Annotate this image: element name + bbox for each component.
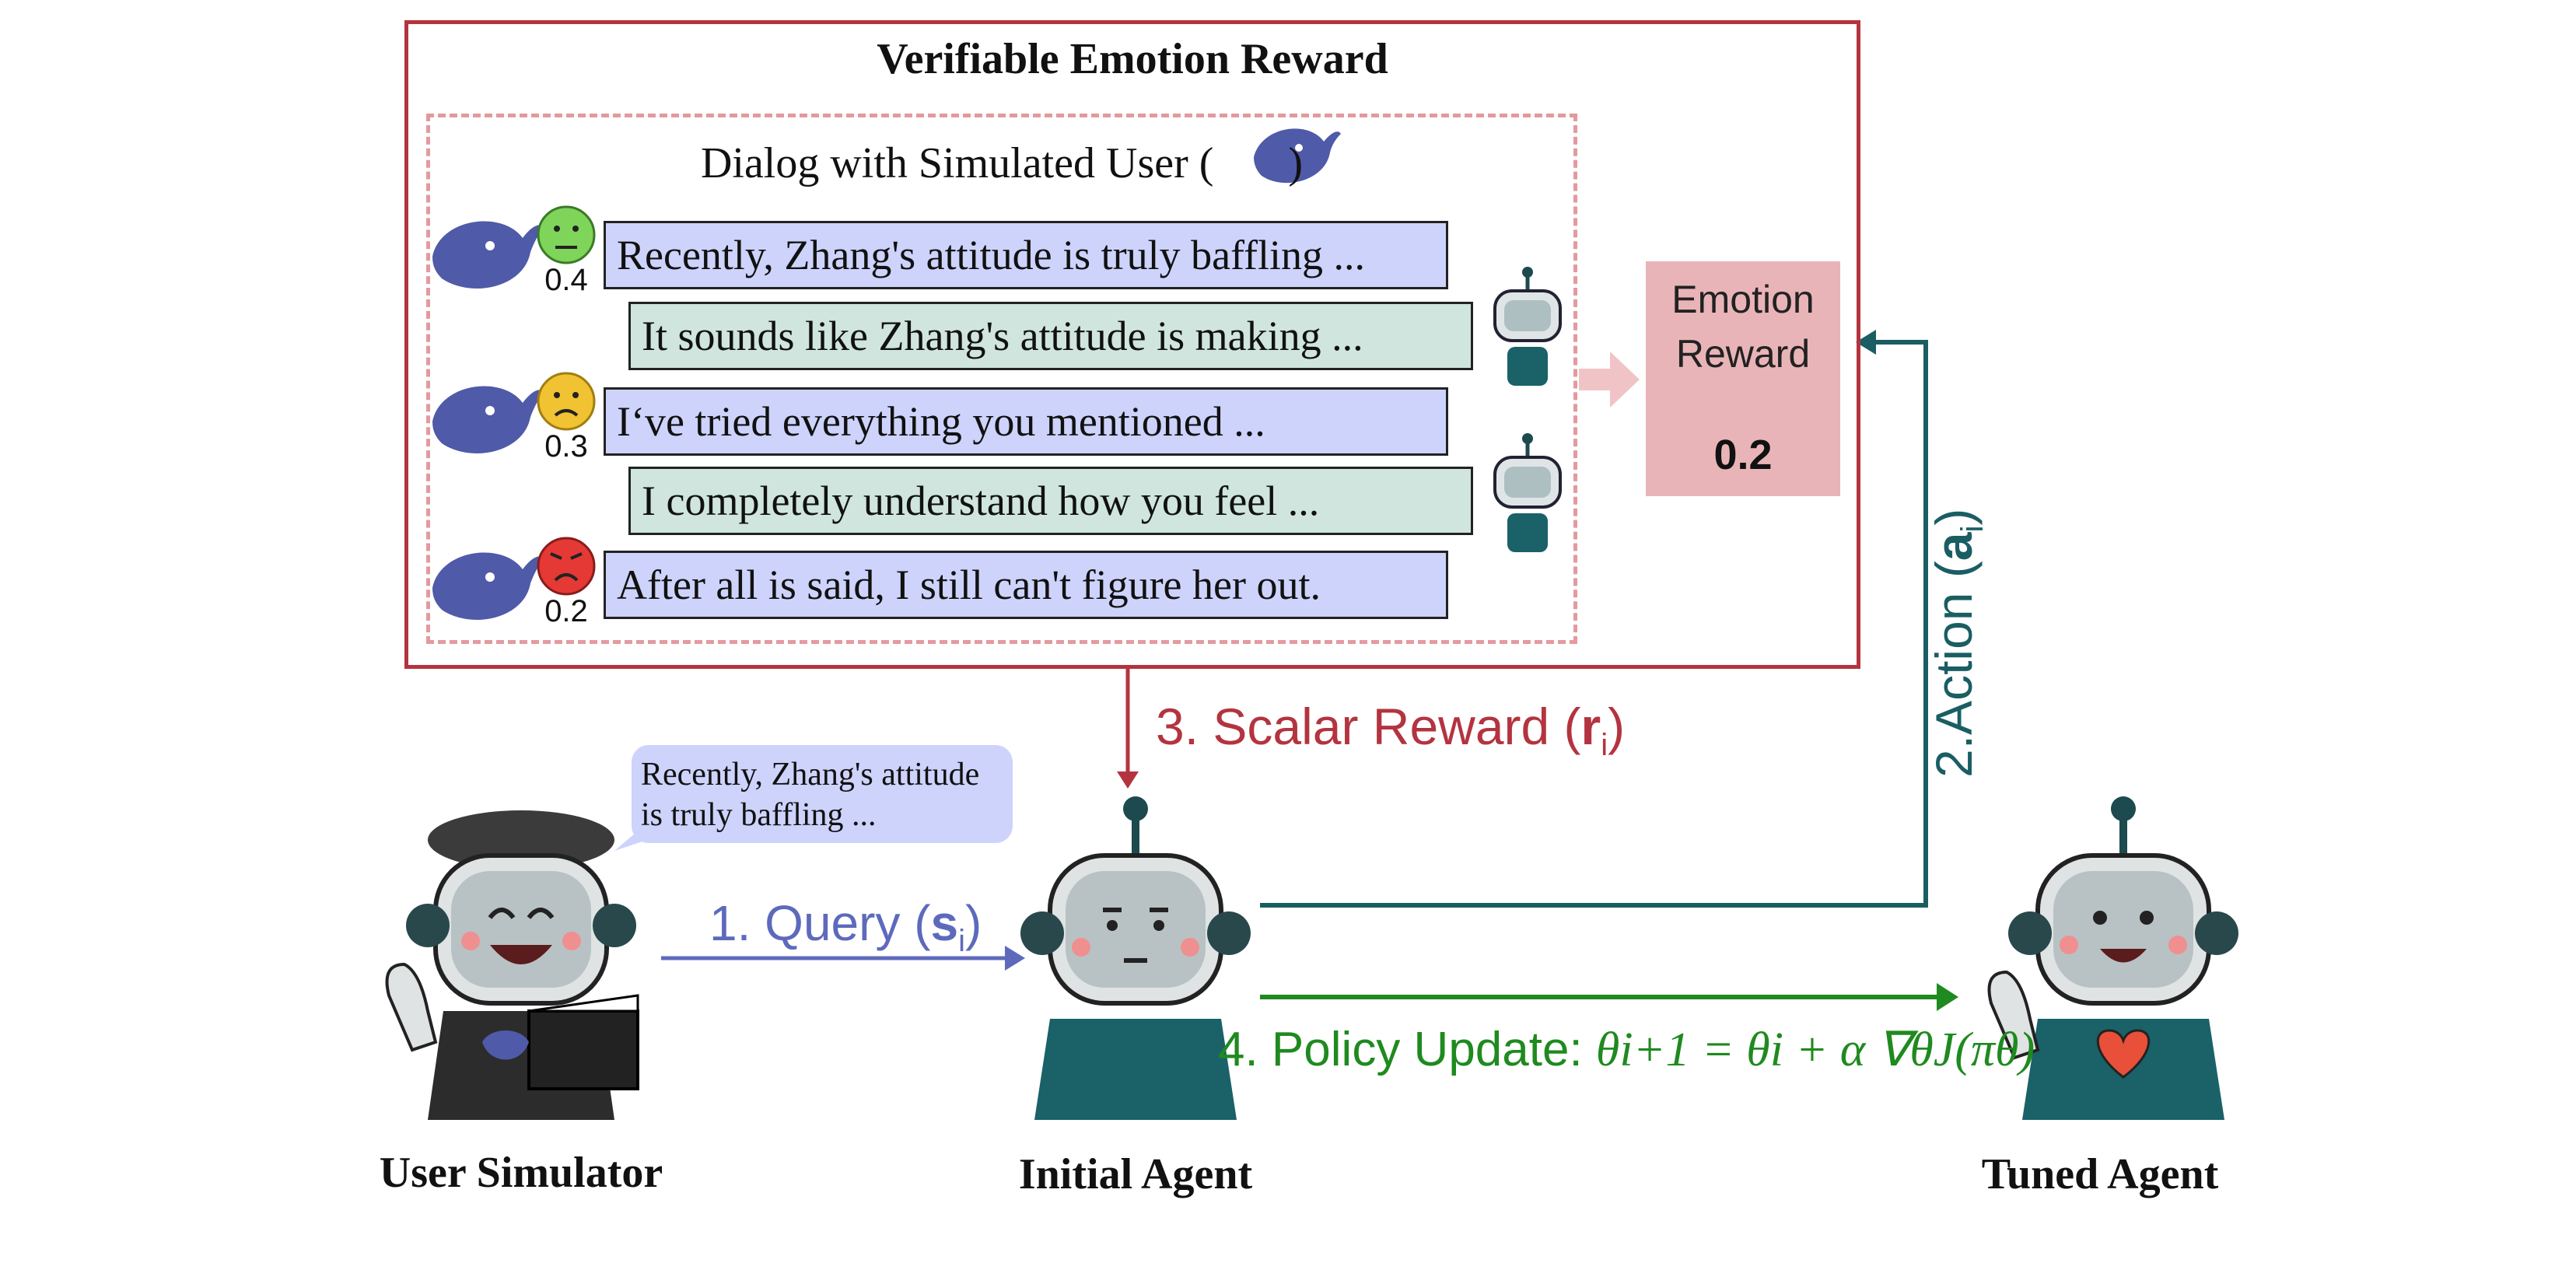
agent-message: It sounds like Zhang's attitude is makin…	[628, 302, 1473, 370]
step-scalar-reward-label: 3. Scalar Reward (ri)	[1156, 698, 1626, 763]
user-simulator-avatar	[385, 810, 639, 1120]
panel-title: Verifiable Emotion Reward	[877, 35, 1388, 83]
dialog-box	[426, 114, 1577, 644]
emotion-score: 0.4	[544, 263, 588, 297]
step-query-label: 1. Query (si)	[709, 895, 982, 958]
step-policy-update-label: 4. Policy Update: θi+1 = θi + α ∇θJ(πθ)	[1218, 1023, 2035, 1076]
user-message: Recently, Zhang's attitude is truly baff…	[604, 221, 1448, 289]
emotion-reward-label: Emotion Reward	[1671, 278, 1815, 376]
emotion-score: 0.2	[544, 594, 588, 628]
emotion-score: 0.3	[544, 429, 588, 464]
sad-face-icon	[537, 372, 596, 431]
action-arrow	[1260, 340, 1928, 908]
user-message: I‘ve tried everything you mentioned ...	[604, 387, 1448, 456]
whale-icon	[432, 552, 544, 620]
agent-message: I completely understand how you feel ...	[628, 467, 1473, 535]
user-simulator-label: User Simulator	[379, 1149, 663, 1197]
query-speech-bubble: Recently, Zhang's attitude is truly baff…	[632, 745, 1013, 843]
verifiable-emotion-reward-box	[404, 20, 1860, 669]
agent-robot-icon	[1493, 267, 1562, 386]
tuned-agent-label: Tuned Agent	[1981, 1150, 2219, 1198]
angry-face-icon	[537, 537, 596, 596]
whale-icon	[432, 386, 544, 453]
agent-robot-icon	[1493, 433, 1562, 552]
initial-agent-label: Initial Agent	[1018, 1150, 1253, 1198]
whale-icon	[1254, 128, 1341, 184]
step-action-label: 2.Action (ai)	[1925, 508, 1990, 778]
user-message: After all is said, I still can't figure …	[604, 551, 1448, 619]
emotion-reward-value: 0.2	[1713, 432, 1773, 478]
whale-icon	[432, 221, 544, 289]
heart-icon	[2096, 1029, 2151, 1079]
tuned-agent-avatar	[1987, 796, 2238, 1120]
dialog-title: Dialog with Simulated User ()	[700, 139, 1304, 187]
neutral-face-icon	[537, 205, 596, 264]
initial-agent-avatar	[1020, 796, 1251, 1120]
emotion-reward-box	[1646, 261, 1840, 496]
reward-input-arrow	[1579, 352, 1640, 408]
